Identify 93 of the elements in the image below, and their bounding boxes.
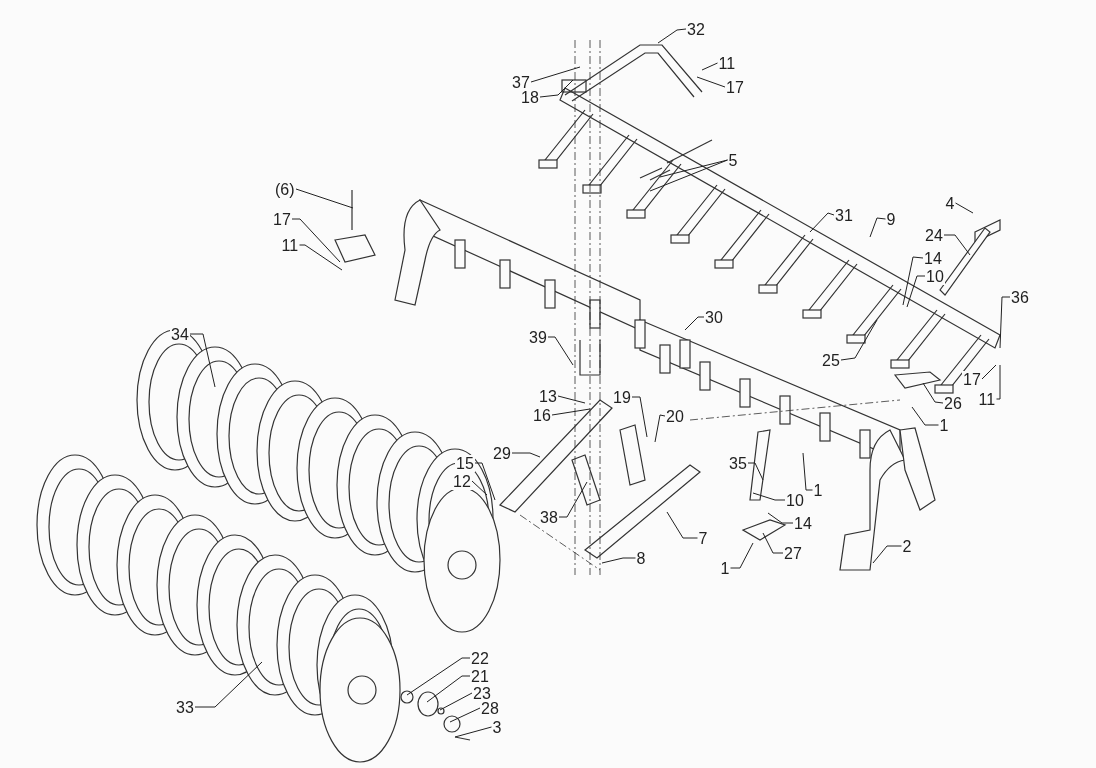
leader-line (295, 188, 354, 209)
callout-number: 1 (938, 416, 950, 434)
callout-number: 31 (834, 206, 854, 224)
callout-number: 13 (538, 387, 558, 405)
callout-number: 38 (539, 508, 559, 526)
callout-number: 34 (170, 325, 190, 343)
callout-number: 11 (280, 236, 300, 254)
leader-line (659, 159, 728, 178)
callout-number: 21 (470, 667, 490, 685)
callout-number: 36 (1010, 288, 1030, 306)
leader-line (426, 675, 471, 703)
callout-number: 11 (717, 54, 737, 72)
leader-line (684, 316, 705, 331)
callout-number: 9 (885, 210, 897, 228)
leader-line (530, 66, 581, 83)
leader-line (996, 364, 1001, 400)
callout-number: 11 (977, 390, 997, 408)
leader-line (902, 256, 924, 306)
callout-number: 10 (925, 267, 945, 285)
leader-line (299, 244, 343, 271)
leader-line (869, 217, 886, 238)
leader-line (474, 462, 496, 501)
callout-number: 7 (697, 529, 709, 547)
leader-line (922, 382, 944, 404)
leader-line (906, 275, 926, 308)
callout-number: 17 (962, 370, 982, 388)
leader-line (601, 557, 636, 564)
leader-line (291, 218, 341, 263)
callout-number: 1 (719, 559, 731, 577)
callout-number: 32 (686, 20, 706, 38)
callout-number: 17 (725, 78, 745, 96)
leader-line (547, 336, 574, 366)
leader-line (955, 202, 974, 214)
leader-line (657, 28, 687, 44)
leader-line (802, 452, 813, 491)
callout-number: (6) (274, 180, 296, 198)
leader-line (730, 542, 754, 569)
leader-line (406, 657, 471, 696)
callout-number: 17 (272, 210, 292, 228)
callout-number: 18 (520, 88, 540, 106)
callout-number: 16 (532, 406, 552, 424)
callout-number: 35 (728, 454, 748, 472)
callout-number: 14 (793, 514, 813, 532)
callout-number: 19 (612, 388, 632, 406)
leader-line (809, 212, 835, 233)
leader-line (654, 414, 666, 443)
leader-line (471, 480, 488, 496)
callout-number: 2 (901, 537, 913, 555)
leader-line (449, 707, 481, 723)
leader-line (666, 511, 698, 539)
leader-line (558, 481, 588, 518)
leader-line (747, 462, 764, 481)
leader-line (752, 492, 786, 501)
leader-line (631, 396, 648, 438)
callout-number: 28 (480, 699, 500, 717)
callout-number: 24 (924, 226, 944, 244)
leader-line (189, 333, 216, 388)
callout-number: 1 (812, 481, 824, 499)
leader-line (551, 408, 591, 416)
leader-line (999, 296, 1011, 349)
callout-number: 29 (492, 444, 512, 462)
leader-line (911, 406, 939, 426)
leader-line (762, 532, 784, 554)
callout-number: 4 (944, 194, 956, 212)
callout-number: 10 (785, 491, 805, 509)
callout-number: 33 (175, 698, 195, 716)
callout-number: 37 (511, 73, 531, 91)
leader-line (511, 452, 541, 458)
callout-number: 15 (455, 454, 475, 472)
callout-number: 39 (528, 328, 548, 346)
leader-line (194, 661, 263, 708)
leader-line (701, 62, 718, 71)
callout-number: 3 (491, 718, 503, 736)
callout-number: 22 (470, 649, 490, 667)
leader-line (649, 159, 728, 192)
leader-line (539, 79, 574, 98)
leader-line (454, 726, 492, 738)
leader-line (557, 395, 586, 404)
leader-line (439, 692, 473, 711)
leader-line (767, 512, 794, 524)
leader-line (943, 234, 971, 256)
leader-line (872, 545, 902, 564)
callout-number: 25 (821, 351, 841, 369)
leader-line (840, 319, 878, 361)
callout-number: 14 (923, 249, 943, 267)
callout-number: 26 (943, 394, 963, 412)
leader-line (696, 76, 726, 88)
callout-number: 30 (704, 308, 724, 326)
callout-number: 8 (635, 549, 647, 567)
leader-line (981, 364, 997, 380)
callout-number: 20 (665, 407, 685, 425)
callout-number: 5 (727, 151, 739, 169)
callout-number: 27 (783, 544, 803, 562)
